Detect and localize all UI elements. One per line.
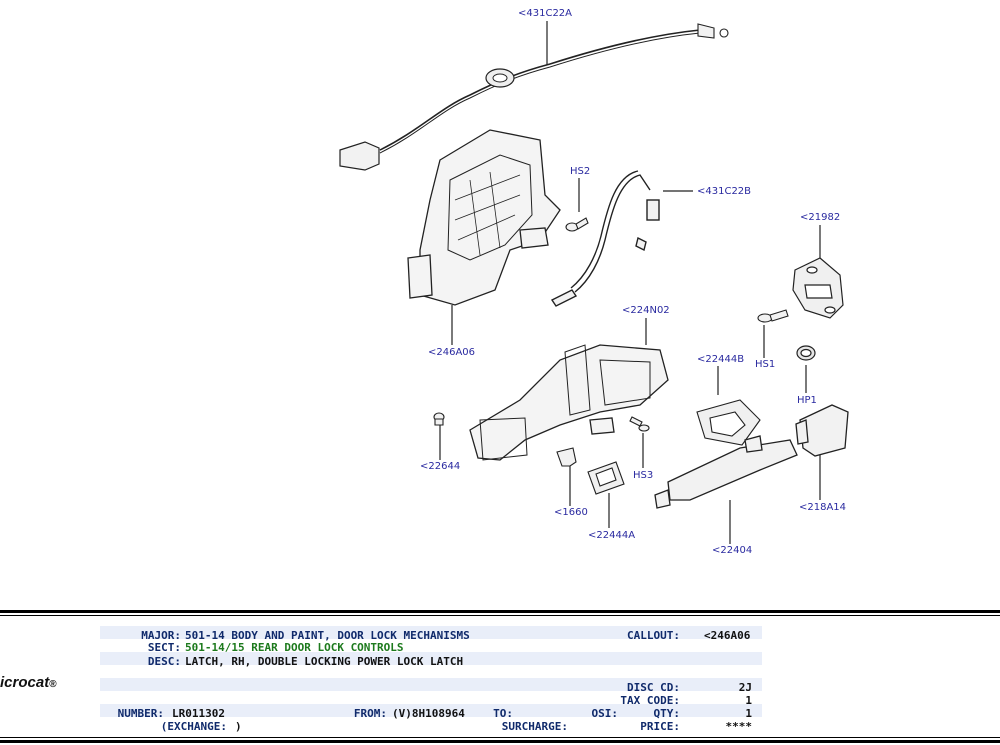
callout-224n02[interactable]: <224N02: [622, 305, 670, 316]
callout-22404[interactable]: <22404: [712, 545, 753, 556]
callout-hs1[interactable]: HS1: [755, 359, 776, 370]
callout-246a06[interactable]: <246A06: [428, 347, 476, 358]
handle-frame-224n02: [469, 344, 669, 461]
qty-value: 1: [745, 707, 752, 720]
callout-22444a[interactable]: <22444A: [588, 530, 636, 541]
tax-code-label: TAX CODE:: [620, 694, 680, 707]
plug-hp1: [796, 345, 816, 361]
qty-label: QTY:: [653, 707, 681, 720]
separator-bottom-thin: [0, 737, 1000, 738]
bolt-hs1: [757, 309, 789, 323]
disc-cd-value: 2J: [738, 681, 752, 694]
gasket-22444a: [587, 461, 625, 495]
callout-hp1[interactable]: HP1: [797, 395, 817, 406]
callout-431c22b[interactable]: <431C22B: [697, 186, 752, 197]
desc-label: DESC:: [147, 655, 181, 668]
to-label: TO:: [493, 707, 513, 720]
separator-bottom-thick: [0, 740, 1000, 743]
callout-hs2[interactable]: HS2: [570, 166, 591, 177]
callout-21982[interactable]: <21982: [800, 212, 841, 223]
callout-label: CALLOUT:: [627, 629, 680, 642]
rod-431c22b: [550, 170, 660, 307]
major-value: 501-14 BODY AND PAINT, DOOR LOCK MECHANI…: [185, 629, 470, 642]
separator-top-thick: [0, 610, 1000, 613]
surcharge-label: SURCHARGE:: [501, 720, 568, 733]
exploded-parts-diagram: [339, 21, 849, 544]
screw-hs3: [629, 416, 650, 432]
cable-431c22a: [339, 23, 729, 171]
screw-hs2: [565, 217, 589, 232]
handle-22404: [654, 435, 798, 509]
cap-218a14: [795, 404, 849, 457]
part-1660: [556, 447, 577, 467]
gasket-22444b: [696, 399, 761, 446]
major-label: MAJOR:: [141, 629, 181, 642]
from-label: FROM:: [353, 707, 387, 720]
exchange-label: (EXCHANGE:: [160, 720, 227, 733]
disc-cd-label: DISC CD:: [627, 681, 680, 694]
callout-218a14[interactable]: <218A14: [799, 502, 847, 513]
callout-hs3[interactable]: HS3: [633, 470, 654, 481]
striker-21982: [792, 257, 844, 319]
latch-246a06: [407, 129, 561, 306]
from-value: (V)8H108964: [392, 707, 465, 720]
separator-top-thin: [0, 615, 1000, 616]
price-label: PRICE:: [640, 720, 680, 733]
price-value: ****: [725, 720, 753, 733]
clip-22644: [433, 412, 445, 426]
callout-22444b[interactable]: <22444B: [697, 354, 745, 365]
tax-code-value: 1: [745, 694, 752, 707]
callout-value: <246A06: [704, 629, 751, 642]
callout-22644[interactable]: <22644: [420, 461, 461, 472]
callout-431c22a[interactable]: <431C22A: [518, 8, 573, 19]
callout-1660[interactable]: <1660: [554, 507, 588, 518]
microcat-logo: icrocat®: [0, 674, 57, 691]
sect-value: 501-14/15 REAR DOOR LOCK CONTROLS: [185, 641, 404, 654]
exchange-value: ): [235, 720, 242, 733]
part-info-panel: icrocat® MAJOR: 501-14 BODY AND PAINT, D…: [0, 620, 1000, 738]
desc-value: LATCH, RH, DOUBLE LOCKING POWER LOCK LAT…: [185, 655, 464, 668]
sect-label: SECT:: [147, 641, 181, 654]
osi-label: OSI:: [591, 707, 619, 720]
number-label: NUMBER:: [117, 707, 164, 720]
number-value[interactable]: LR011302: [172, 707, 225, 720]
